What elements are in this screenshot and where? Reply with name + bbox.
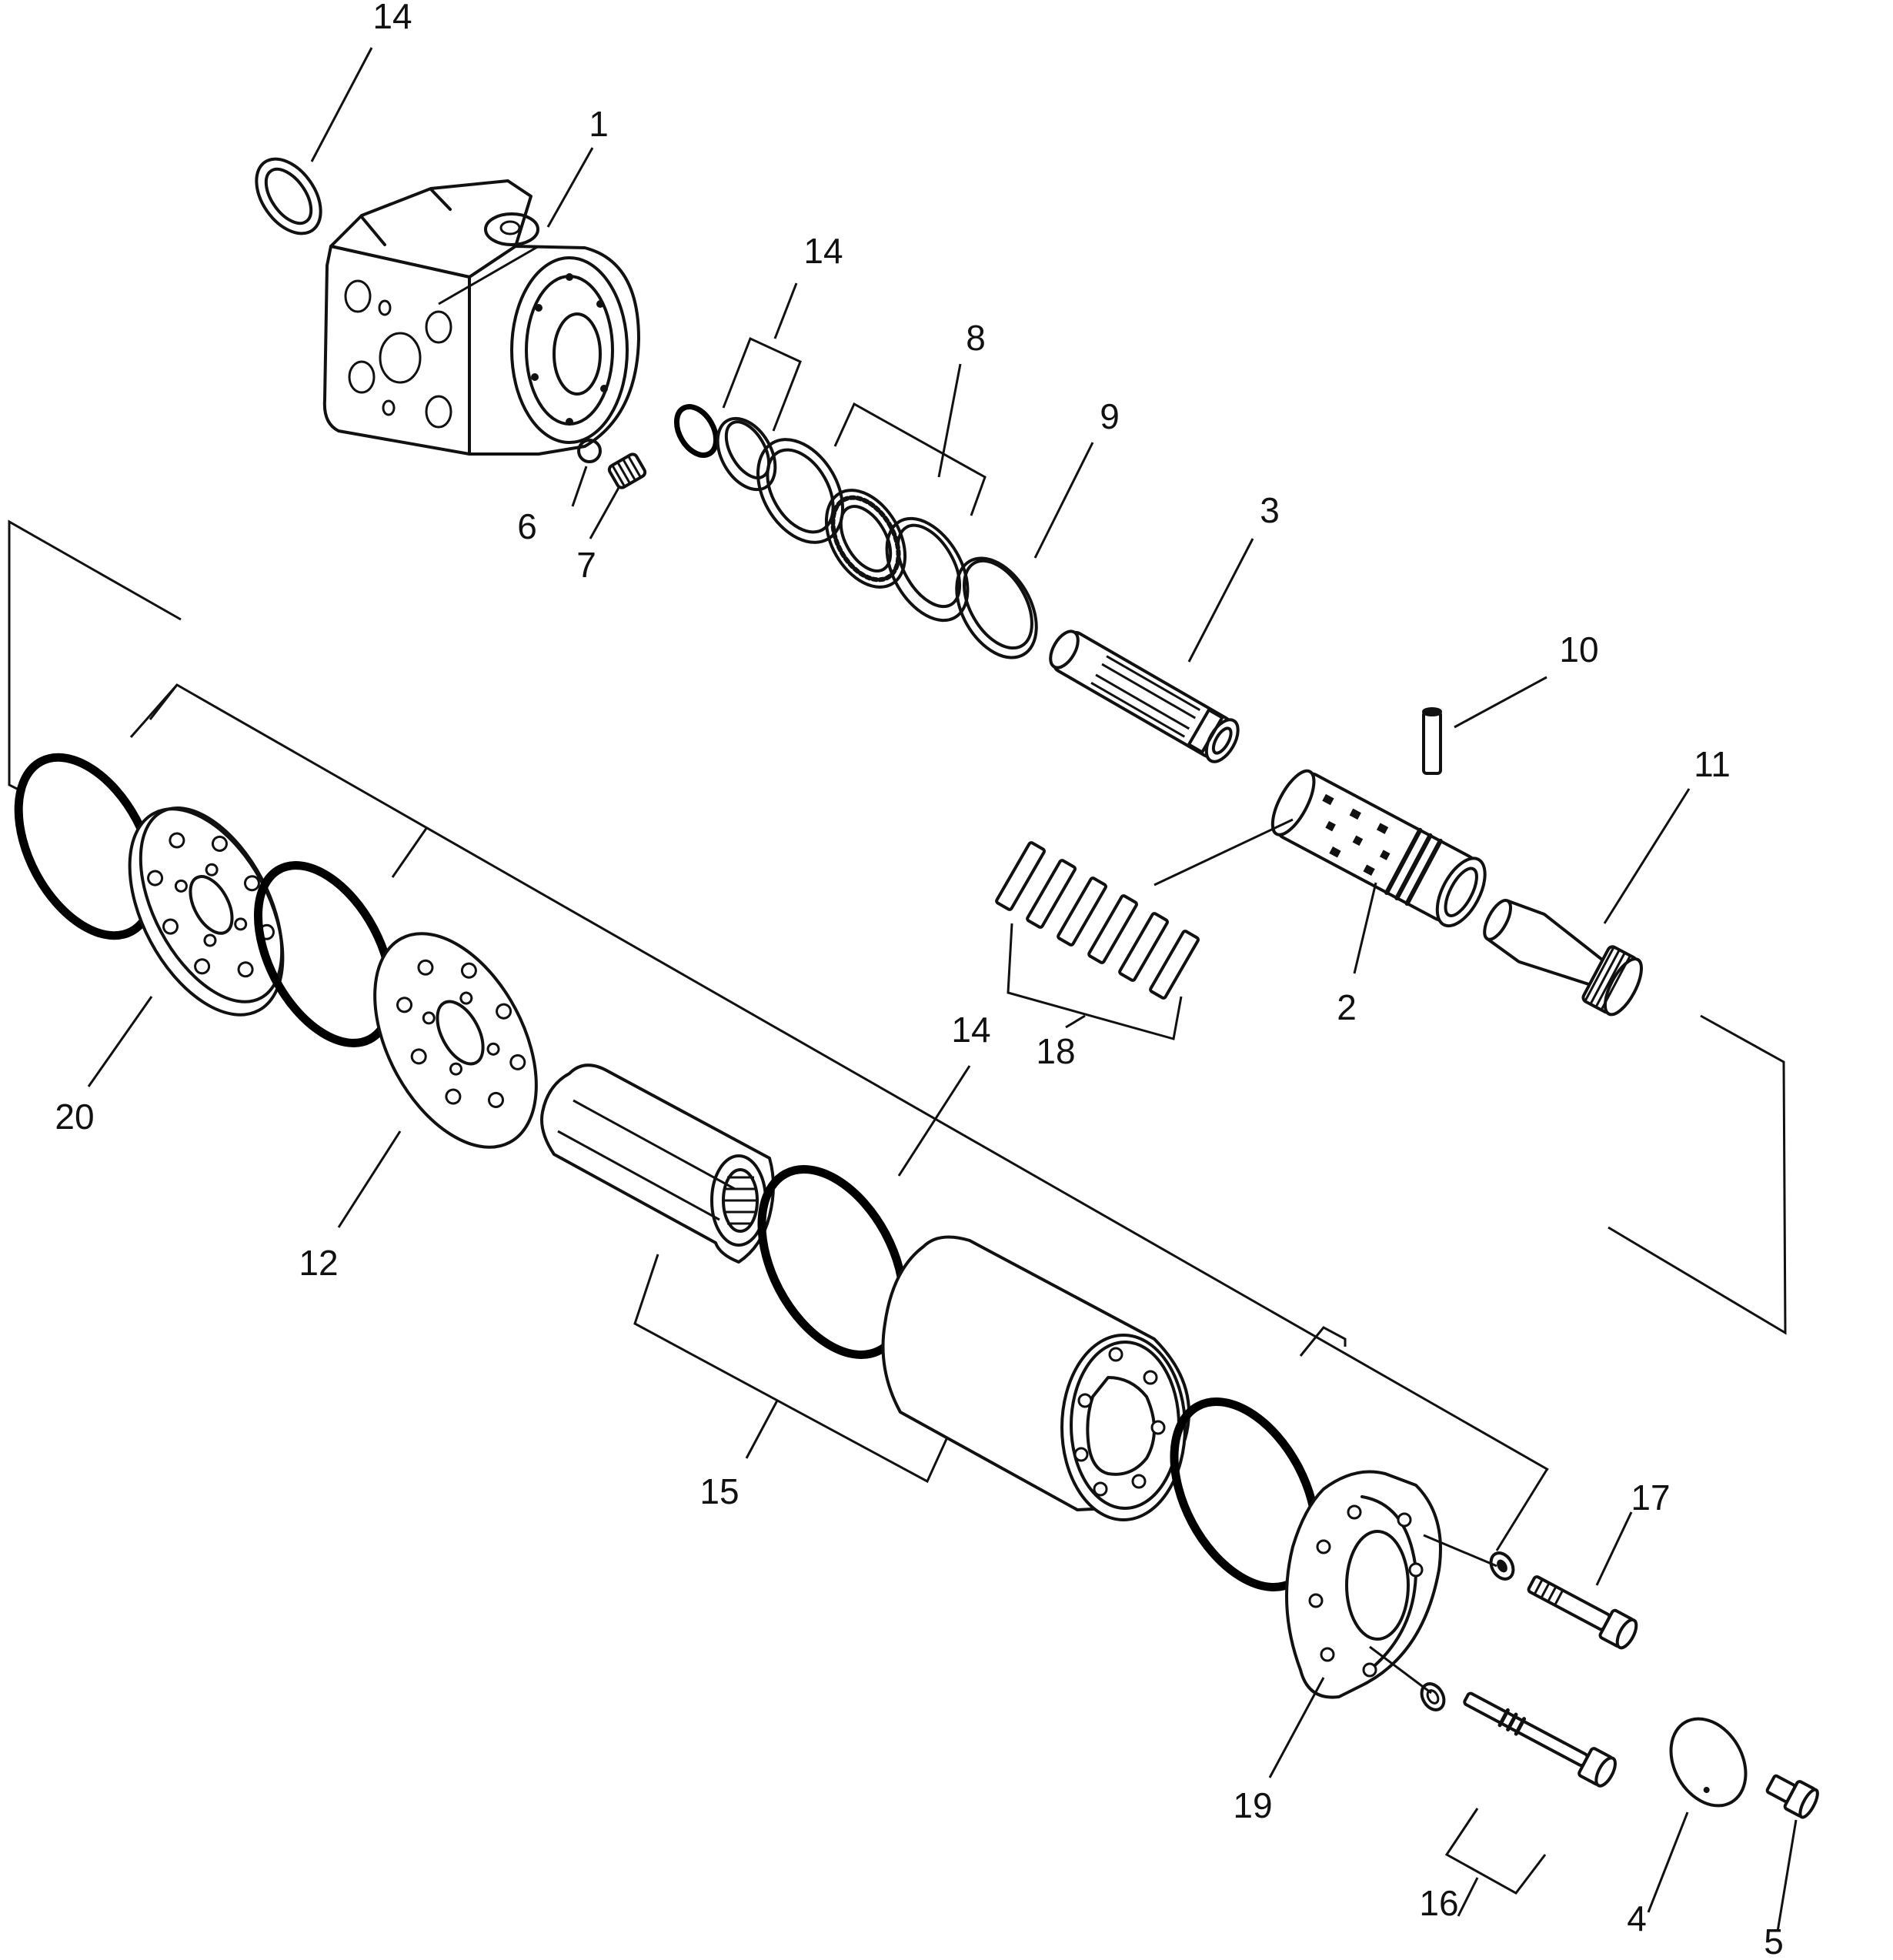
thrust-bearing	[824, 489, 907, 589]
valve-sleeve	[1270, 769, 1487, 928]
callout-4: 4	[1627, 1898, 1647, 1938]
callout-15: 15	[699, 1471, 739, 1511]
distributor-plate	[128, 806, 285, 1017]
centering-springs	[995, 841, 1200, 1000]
callout-16: 16	[1419, 1883, 1458, 1923]
callout-19: 19	[1233, 1785, 1272, 1825]
retaining-ring	[955, 556, 1038, 659]
control-spool	[1049, 629, 1240, 763]
o-ring-second	[253, 861, 396, 1047]
callout-3: 3	[1260, 490, 1280, 530]
callout-11: 11	[1694, 744, 1731, 784]
gerotor-ring	[881, 1235, 1190, 1521]
steering-valve-housing	[322, 179, 640, 456]
callout-12: 12	[299, 1243, 338, 1283]
callout-labels: 14 1 14 8 9 3 10 11 6 7 2 18 20 12 14 15…	[55, 0, 1783, 1960]
o-ring-lower	[757, 1165, 908, 1359]
washer-upper	[1489, 1551, 1515, 1581]
callout-5: 5	[1764, 1922, 1784, 1960]
callout-7: 7	[576, 545, 596, 585]
callout-18: 18	[1036, 1031, 1075, 1071]
end-cap	[1285, 1470, 1442, 1699]
callout-6: 6	[517, 506, 537, 546]
seal-ring-top	[255, 157, 322, 235]
cover-disc	[1669, 1717, 1748, 1808]
washer-lower	[1420, 1682, 1446, 1711]
bushing-ring	[716, 416, 777, 492]
callout-9: 9	[1100, 396, 1120, 436]
leader-lines	[87, 47, 1798, 1932]
callout-20: 20	[55, 1097, 94, 1137]
check-spring	[607, 452, 647, 489]
gerotor-star	[540, 1063, 775, 1264]
callout-10: 10	[1559, 629, 1598, 669]
callout-2: 2	[1337, 987, 1357, 1027]
check-ball	[577, 439, 602, 463]
bearing-race	[885, 516, 970, 623]
callout-14-top: 14	[372, 0, 412, 36]
callout-14-lower: 14	[951, 1010, 990, 1050]
cross-pin	[1422, 707, 1442, 775]
cap-screw-upper	[1527, 1575, 1638, 1650]
seal-ring-small	[673, 404, 719, 458]
callout-1: 1	[589, 104, 609, 144]
o-ring-left	[14, 753, 159, 940]
cardan-drive-shaft	[1483, 899, 1643, 1017]
cap-screw-special	[1463, 1691, 1617, 1788]
plug-screw	[1765, 1774, 1819, 1819]
spacer-plate	[373, 932, 538, 1149]
callout-8: 8	[966, 318, 986, 358]
callout-17: 17	[1631, 1478, 1670, 1518]
callout-14-middle: 14	[803, 231, 843, 271]
